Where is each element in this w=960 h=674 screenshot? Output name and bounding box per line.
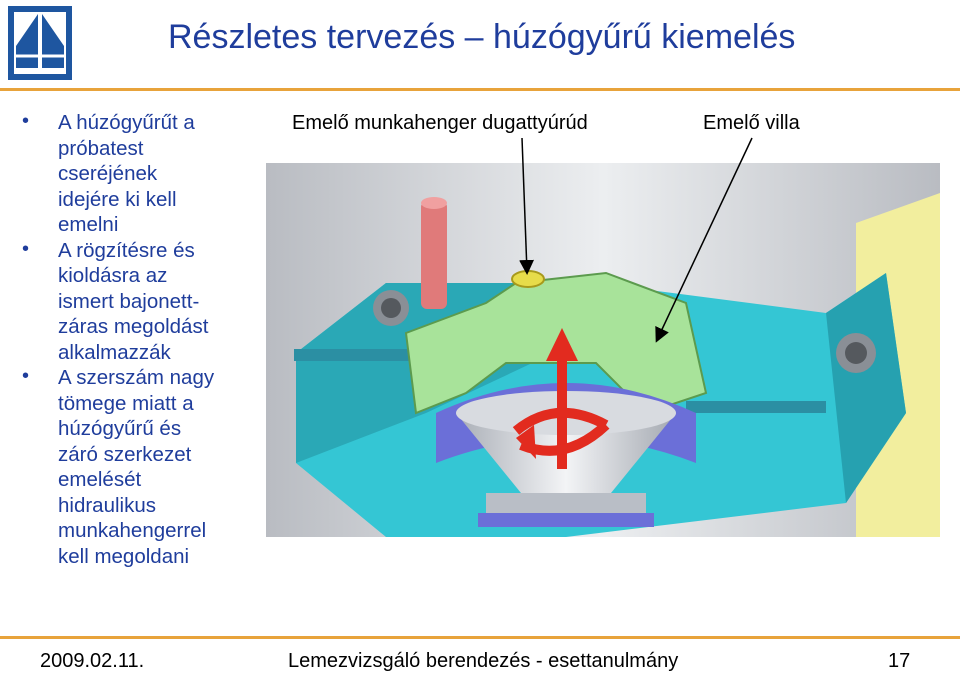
rotation-arrow-icon <box>512 407 610 459</box>
bolt-icon <box>836 333 876 373</box>
bullet-icon: • <box>22 237 30 260</box>
bullet-line: záró szerkezet <box>58 442 192 466</box>
footer-rule <box>0 636 960 639</box>
bullet-line: záras megoldást <box>58 315 209 338</box>
bullet-line: húzógyűrű és <box>58 417 182 440</box>
university-logo <box>8 6 72 80</box>
bullet-icon: • <box>22 110 30 132</box>
bolt-icon <box>373 290 409 326</box>
piston-rod <box>421 201 447 309</box>
footer-date: 2009.02.11. <box>40 650 145 672</box>
bullet-line: munkahengerrel <box>58 519 207 542</box>
bottom-ring <box>478 513 654 527</box>
bullet-line: A húzógyűrűt a <box>58 111 195 134</box>
bullet-item: • A húzógyűrűt a próbatest cseréjének id… <box>22 110 272 238</box>
footer-subtitle: Lemezvizsgáló berendezés - esettanulmány <box>288 650 679 672</box>
bullet-line: alkalmazzák <box>58 340 171 364</box>
side-pin <box>686 401 826 413</box>
bullet-item: • A szerszám nagy tömege miatt a húzógyű… <box>22 365 272 569</box>
bullet-line: A rögzítésre és <box>58 238 195 262</box>
piston-head <box>511 270 545 288</box>
bullet-line: cseréjének <box>58 162 158 185</box>
tool-body-side <box>826 273 906 503</box>
callout-piston-rod: Emelő munkahenger dugattyúrúd <box>292 112 588 134</box>
bullet-line: ismert bajonett- <box>58 289 200 313</box>
bullet-line: idejére ki kell <box>58 187 177 211</box>
bullet-line: emelni <box>58 213 119 236</box>
header-rule <box>0 88 960 91</box>
bullet-line: hidraulikus <box>58 493 156 517</box>
slide-title: Részletes tervezés – húzógyűrű kiemelés <box>168 18 796 56</box>
bullet-line: kell megoldani <box>58 544 190 568</box>
side-pin <box>294 349 424 361</box>
bullet-list: • A húzógyűrűt a próbatest cseréjének id… <box>22 110 272 569</box>
bullet-line: emelését <box>58 468 142 491</box>
bullet-line: kioldásra az <box>58 264 168 287</box>
piston-rod-top <box>421 197 447 209</box>
bullet-line: tömege miatt a <box>58 391 194 415</box>
callout-fork: Emelő villa <box>703 112 800 134</box>
bullet-item: • A rögzítésre és kioldásra az ismert ba… <box>22 238 272 366</box>
page-number: 17 <box>888 650 911 672</box>
bullet-line: A szerszám nagy <box>58 366 215 389</box>
bullet-icon: • <box>22 365 30 387</box>
bullet-line: próbatest <box>58 136 144 160</box>
cad-illustration <box>266 163 940 537</box>
